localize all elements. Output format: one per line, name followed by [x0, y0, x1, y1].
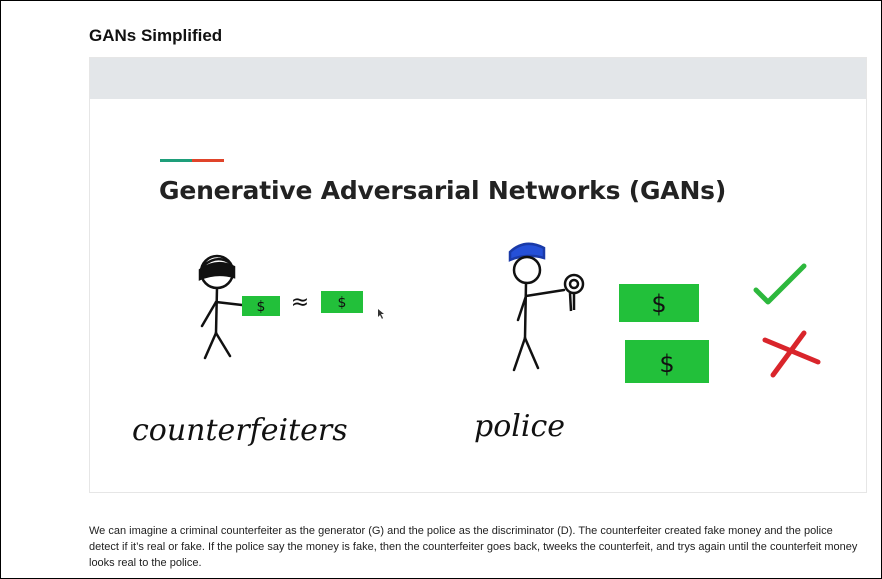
approx-symbol: ≈ [291, 290, 309, 315]
slide-video[interactable]: Generative Adversarial Networks (GANs) $… [89, 57, 867, 493]
cursor-icon [378, 309, 384, 319]
real-money-bill: $ [321, 291, 363, 313]
video-top-bar [90, 58, 866, 99]
fake-money-judged-bill: $ [625, 340, 709, 383]
cross-icon [762, 330, 821, 378]
criminal-stick-figure-icon [198, 254, 244, 360]
police-stick-figure-icon [508, 242, 566, 372]
fake-bill-symbol: $ [257, 299, 266, 315]
fake-money-bill: $ [242, 296, 280, 316]
judged-real-symbol: $ [651, 290, 666, 318]
accent-line-green [160, 159, 192, 162]
page-title: GANs Simplified [89, 26, 223, 45]
accent-line-red [192, 159, 224, 162]
real-money-judged-bill: $ [619, 284, 699, 322]
real-bill-symbol: $ [338, 295, 347, 311]
label-counterfeiters: counterfeiters [132, 413, 348, 448]
magnifier-icon [563, 273, 585, 312]
slide-title: Generative Adversarial Networks (GANs) [159, 176, 727, 205]
label-police: police [474, 409, 565, 444]
checkmark-icon [753, 263, 807, 305]
judged-fake-symbol: $ [659, 350, 674, 378]
slide-illustration: $ ≈ $ $ $ [132, 242, 821, 448]
description-paragraph: We can imagine a criminal counterfeiter … [89, 525, 858, 569]
